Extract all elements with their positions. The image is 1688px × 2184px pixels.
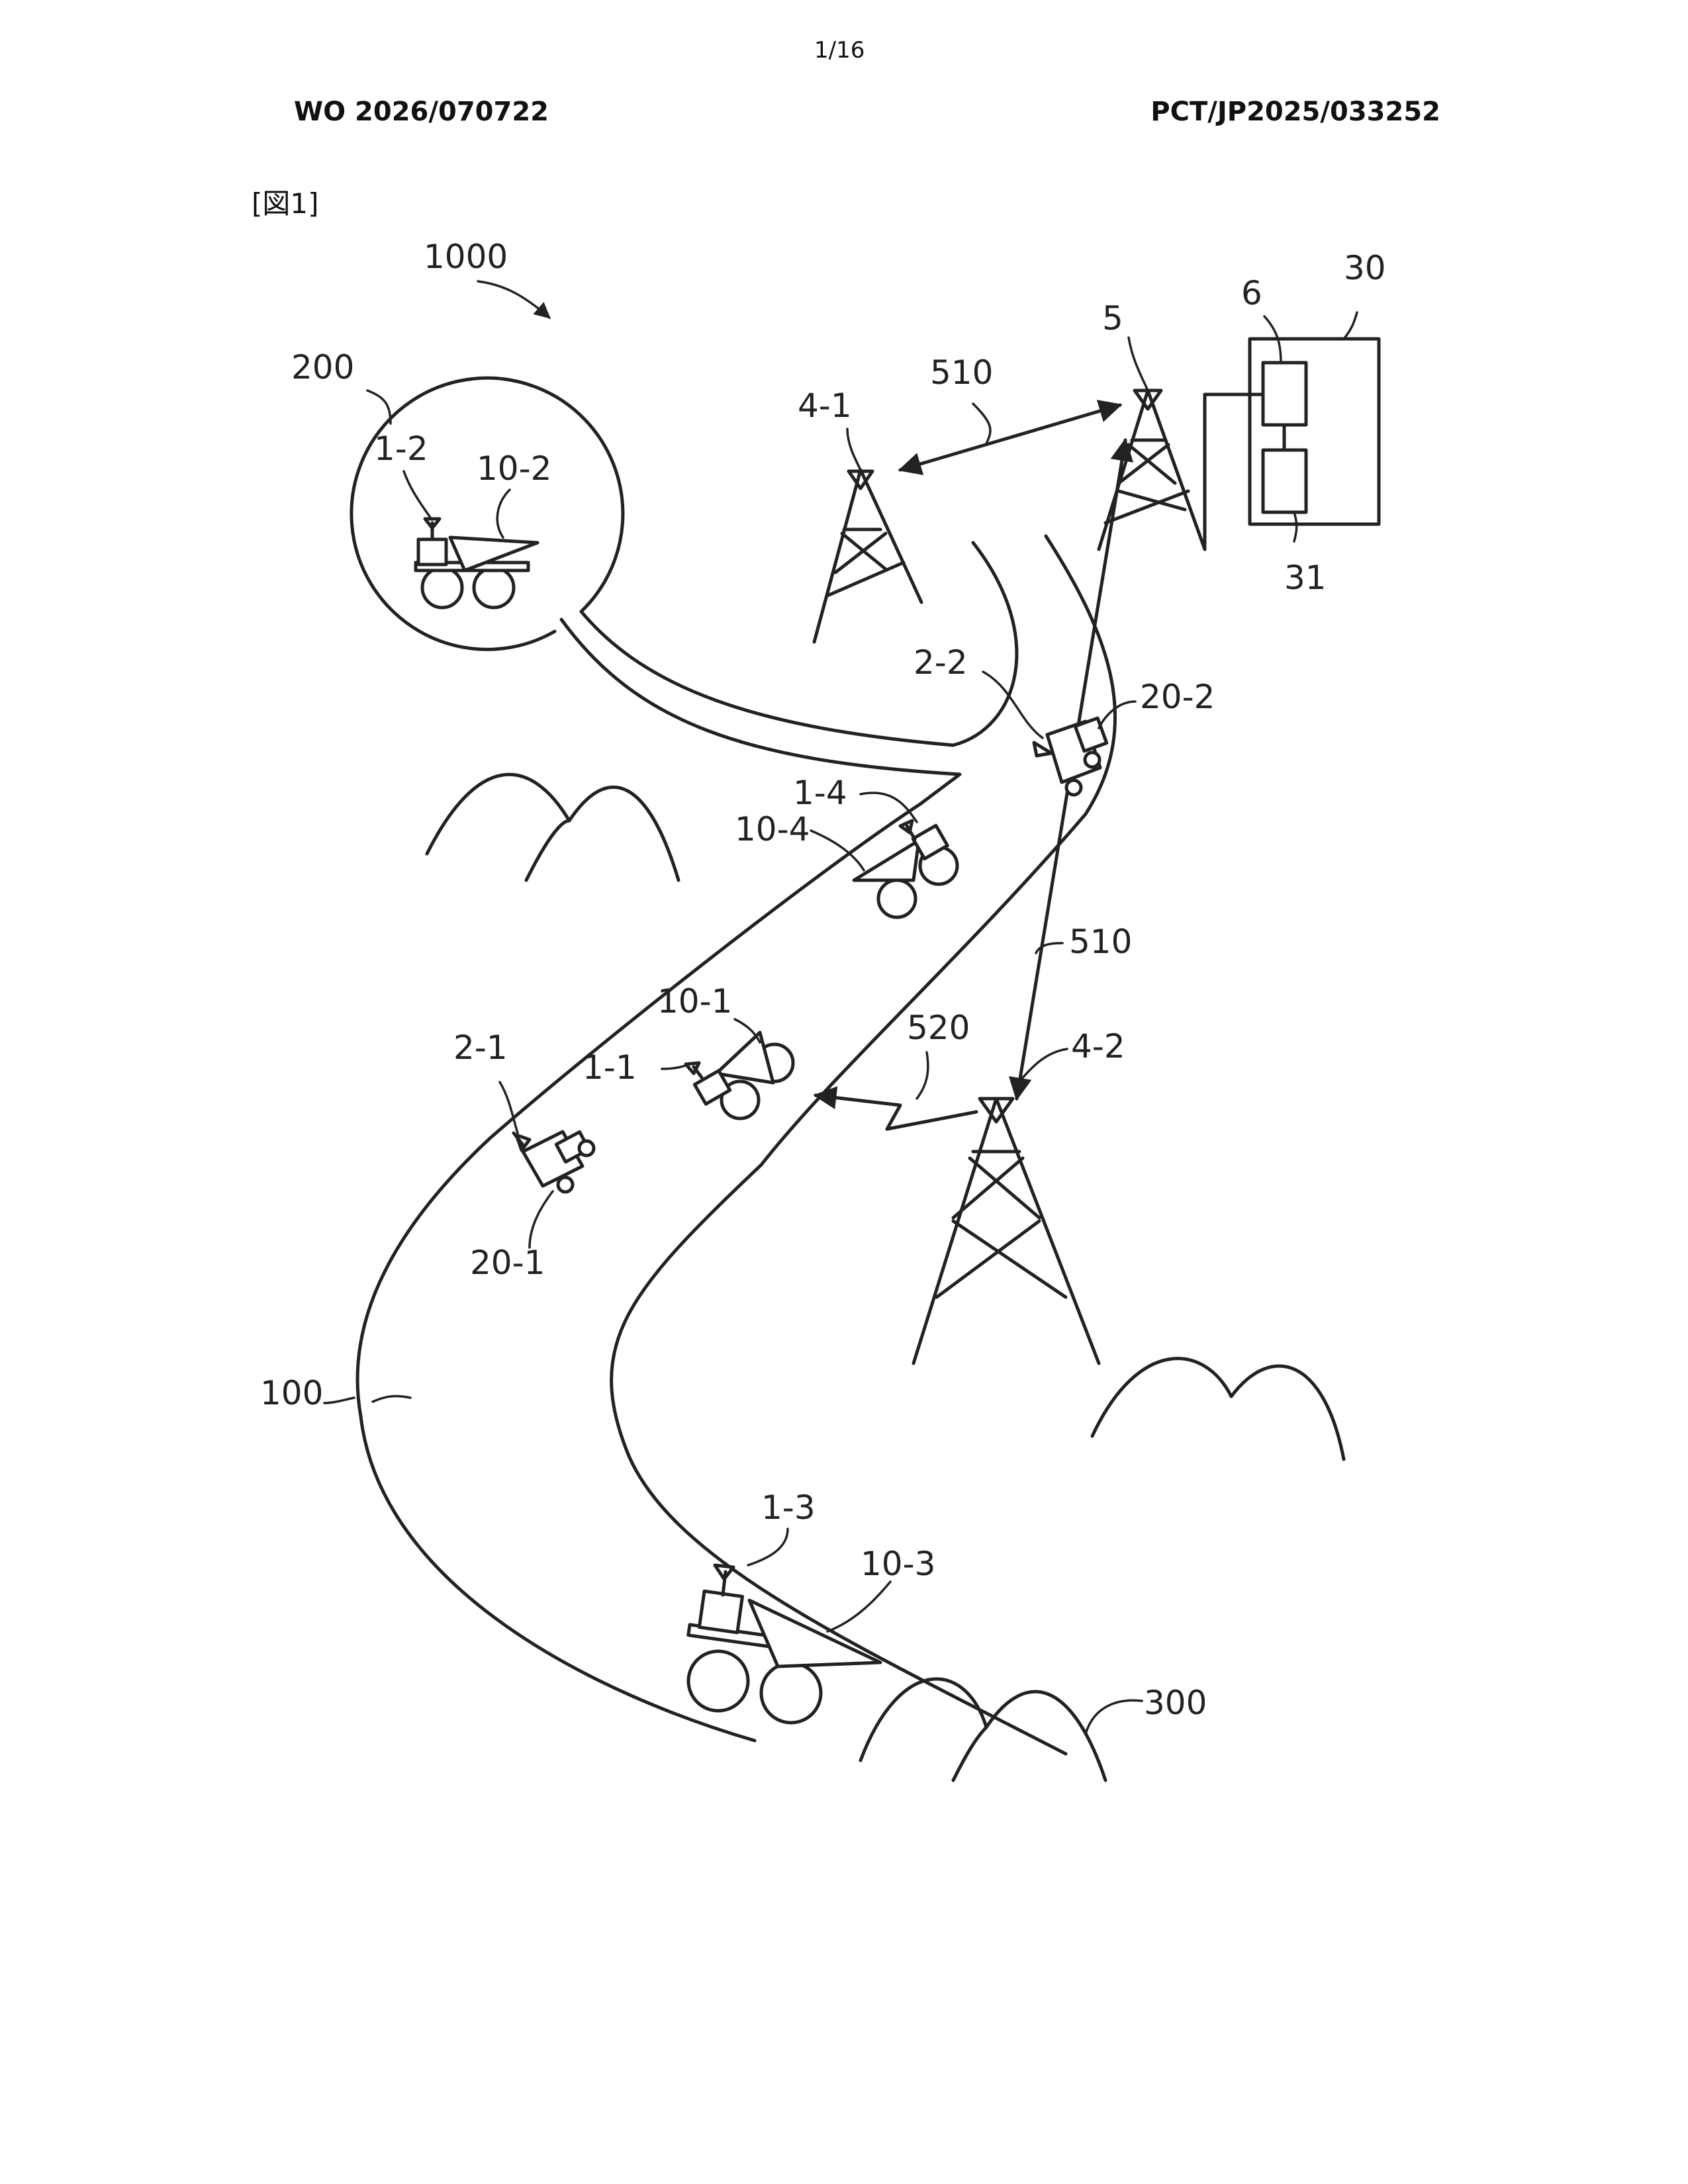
label-1-1: 1-1: [583, 1048, 637, 1087]
tower-4-1: [814, 470, 921, 642]
vehicle-20-2: [1034, 718, 1107, 795]
label-300: 300: [1144, 1684, 1207, 1722]
mountains: [427, 774, 1344, 1780]
label-1-4: 1-4: [793, 774, 847, 812]
truck-10-1: [686, 1032, 793, 1118]
label-1-2: 1-2: [374, 430, 428, 468]
truck-10-4: [854, 821, 957, 917]
label-10-1: 10-1: [657, 982, 732, 1021]
label-2-1: 2-1: [453, 1028, 508, 1067]
label-510-top: 510: [930, 353, 993, 392]
label-6: 6: [1241, 274, 1262, 312]
link-510-top: [900, 405, 1120, 470]
antenna-1-4-icon: [900, 821, 915, 839]
antenna-1-2-icon: [425, 519, 440, 539]
label-10-3: 10-3: [861, 1545, 935, 1583]
label-1-3: 1-3: [761, 1488, 816, 1527]
label-2-2: 2-2: [914, 643, 968, 682]
truck-10-2: [416, 519, 538, 608]
label-510-mid: 510: [1069, 923, 1132, 961]
label-20-1: 20-1: [470, 1244, 545, 1282]
server-30: [1205, 339, 1379, 549]
label-30: 30: [1344, 249, 1386, 287]
label-10-4: 10-4: [735, 810, 810, 848]
label-31: 31: [1284, 559, 1327, 597]
label-20-2: 20-2: [1140, 678, 1215, 716]
label-4-1: 4-1: [798, 387, 852, 425]
reference-labels: 1000 200 1-2 10-2 6 30 31 5 4-1 510 2-2 …: [260, 238, 1386, 1722]
label-100: 100: [260, 1374, 323, 1412]
unit-6: [1263, 363, 1306, 425]
label-4-2: 4-2: [1071, 1027, 1125, 1066]
label-520: 520: [907, 1009, 970, 1047]
label-200: 200: [291, 348, 354, 387]
link-520: [816, 1095, 976, 1129]
tower-5: [1099, 390, 1205, 549]
area-200: [352, 378, 960, 804]
antenna-1-3-icon: [715, 1565, 733, 1595]
label-10-2: 10-2: [477, 449, 551, 488]
leader-lines: [367, 281, 1357, 1734]
label-1000: 1000: [424, 238, 508, 276]
tower-4-2: [914, 1099, 1099, 1363]
unit-31: [1263, 450, 1306, 512]
vehicle-20-1: [514, 1132, 594, 1192]
label-5: 5: [1102, 299, 1123, 338]
